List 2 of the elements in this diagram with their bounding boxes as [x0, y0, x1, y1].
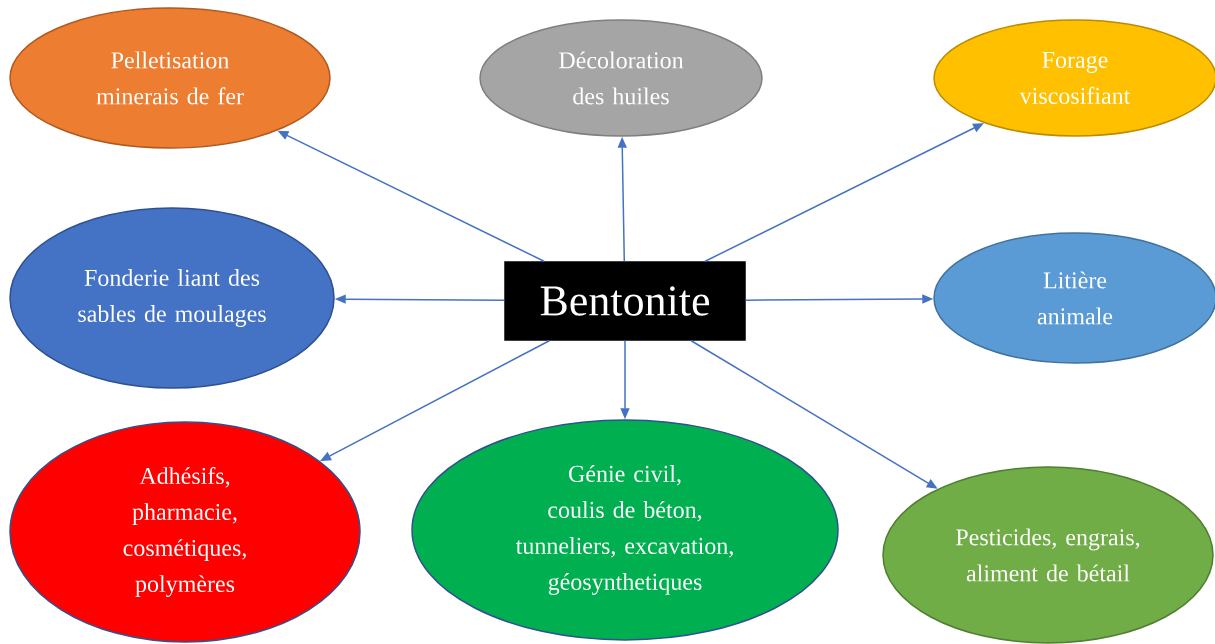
arrow [704, 123, 984, 262]
title-box: Bentonite [504, 261, 746, 341]
